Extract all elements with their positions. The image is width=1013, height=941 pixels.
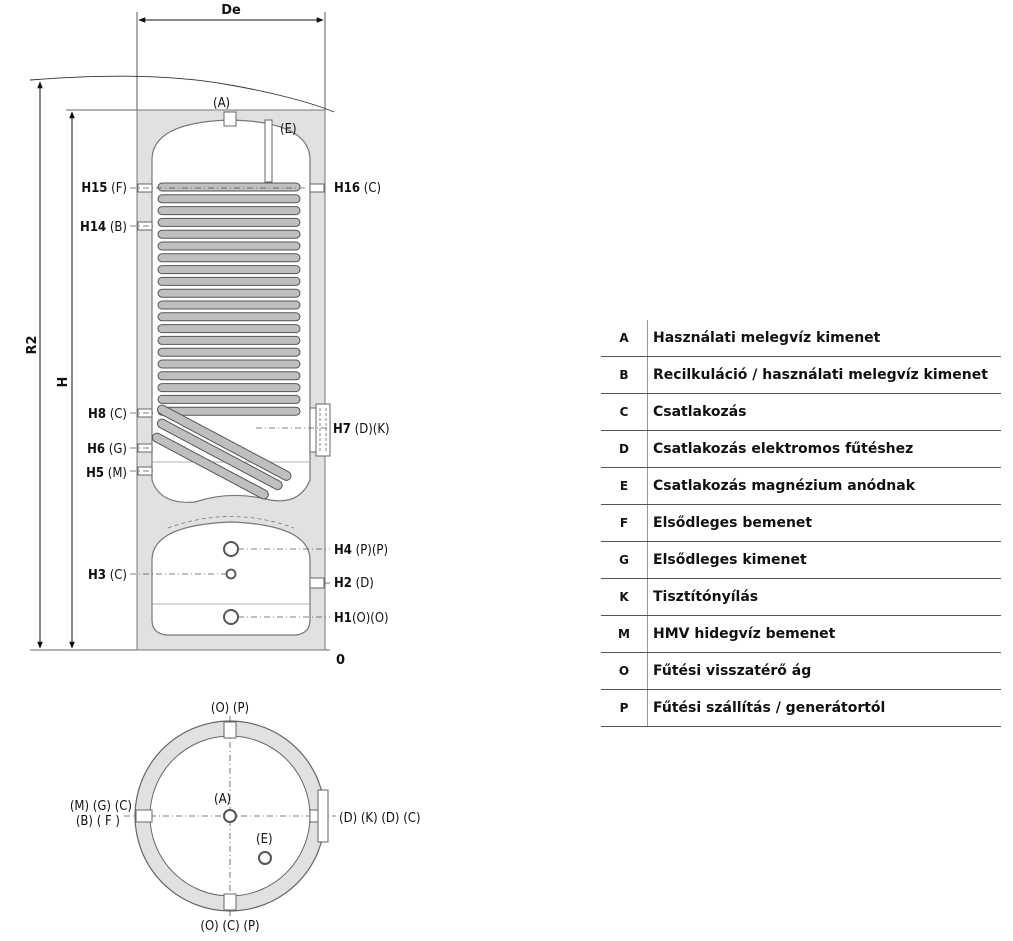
label-e: (E) xyxy=(280,122,297,137)
coil-turn xyxy=(157,182,301,192)
dimension-de: De xyxy=(136,3,326,110)
legend-code: C xyxy=(601,393,648,431)
zero-label: 0 xyxy=(336,653,345,668)
legend-description: Fűtési visszatérő ág xyxy=(647,652,1001,690)
coil-turn xyxy=(157,206,301,216)
label-h3: H3 (C) xyxy=(88,568,127,583)
right-label: (D) (K) (D) (C) xyxy=(339,811,421,826)
label-h4: H4 (P)(P) xyxy=(334,543,388,558)
legend-description: Recilkuláció / használati melegvíz kimen… xyxy=(647,356,1001,394)
top-label: (O) (P) xyxy=(211,701,249,716)
coil-turn xyxy=(157,312,301,322)
bottom-label: (O) (C) (P) xyxy=(200,919,259,934)
legend-code: M xyxy=(601,615,648,653)
coil-turn xyxy=(157,371,301,381)
legend-code: B xyxy=(601,356,648,394)
leader-lines xyxy=(130,187,330,618)
label-h5: H5 (M) xyxy=(86,466,127,481)
dimension-r2: R2 xyxy=(25,75,335,649)
legend-description: HMV hidegvíz bemenet xyxy=(647,615,1001,653)
r2-label: R2 xyxy=(25,335,40,354)
legend-code: G xyxy=(601,541,648,579)
coil-turn xyxy=(157,383,301,393)
coil-turn xyxy=(157,241,301,251)
tank-side-view xyxy=(136,109,331,651)
legend-code: F xyxy=(601,504,648,542)
center-label: (A) xyxy=(214,792,231,807)
coil-turn xyxy=(157,324,301,334)
coil-turn xyxy=(157,276,301,286)
label-h7: H7 (D)(K) xyxy=(333,422,390,437)
label-h8: H8 (C) xyxy=(88,407,127,422)
legend-description: Csatlakozás magnézium anódnak xyxy=(647,467,1001,505)
legend-code: K xyxy=(601,578,648,616)
coil-turn xyxy=(157,217,301,227)
label-h6: H6 (G) xyxy=(87,442,127,457)
coil-turn xyxy=(157,394,301,404)
dimension-h: H xyxy=(56,109,137,649)
label-h14: H14 (B) xyxy=(80,220,127,235)
label-h1: H1(O)(O) xyxy=(334,611,389,626)
legend-description: Használati melegvíz kimenet xyxy=(647,320,1001,357)
h-label: H xyxy=(56,377,71,388)
legend-description: Tisztítónyílás xyxy=(647,578,1001,616)
legend-code: O xyxy=(601,652,648,690)
legend-description: Elsődleges kimenet xyxy=(647,541,1001,579)
coil-turn xyxy=(157,359,301,369)
coil-turn xyxy=(157,300,301,310)
coil-turn xyxy=(157,288,301,298)
heat-exchanger-coil xyxy=(157,182,301,416)
coil-turn xyxy=(157,347,301,357)
flange-icon xyxy=(309,403,331,457)
left-label-1: (M) (G) (C) xyxy=(70,799,132,814)
legend-description: Csatlakozás xyxy=(647,393,1001,431)
de-label: De xyxy=(221,3,241,18)
coil-turn xyxy=(157,265,301,275)
legend-description: Csatlakozás elektromos fűtéshez xyxy=(647,430,1001,468)
tank-top-view xyxy=(124,716,336,916)
legend-code: P xyxy=(601,689,648,727)
coil-turn xyxy=(157,335,301,345)
label-h2: H2 (D) xyxy=(334,576,374,591)
label-h15: H15 (F) xyxy=(81,181,127,196)
legend-description: Elsődleges bemenet xyxy=(647,504,1001,542)
left-label-2: (B) ( F ) xyxy=(76,814,120,829)
side-view-labels: (A) (E) H15 (F) H14 (B) H16 (C) H8 (C) H… xyxy=(80,96,390,626)
label-a: (A) xyxy=(213,96,230,111)
legend-description: Fűtési szállítás / generátortól xyxy=(647,689,1001,727)
coil-turn xyxy=(157,229,301,239)
coil-turn xyxy=(157,194,301,204)
legend-code: E xyxy=(601,467,648,505)
e-label: (E) xyxy=(256,832,273,847)
coil-turn xyxy=(157,253,301,263)
top-view-labels: (O) (P) (M) (G) (C) (B) ( F ) (A) (E) (D… xyxy=(70,701,421,934)
legend-code: A xyxy=(601,320,648,357)
label-h16: H16 (C) xyxy=(334,181,381,196)
legend-code: D xyxy=(601,430,648,468)
